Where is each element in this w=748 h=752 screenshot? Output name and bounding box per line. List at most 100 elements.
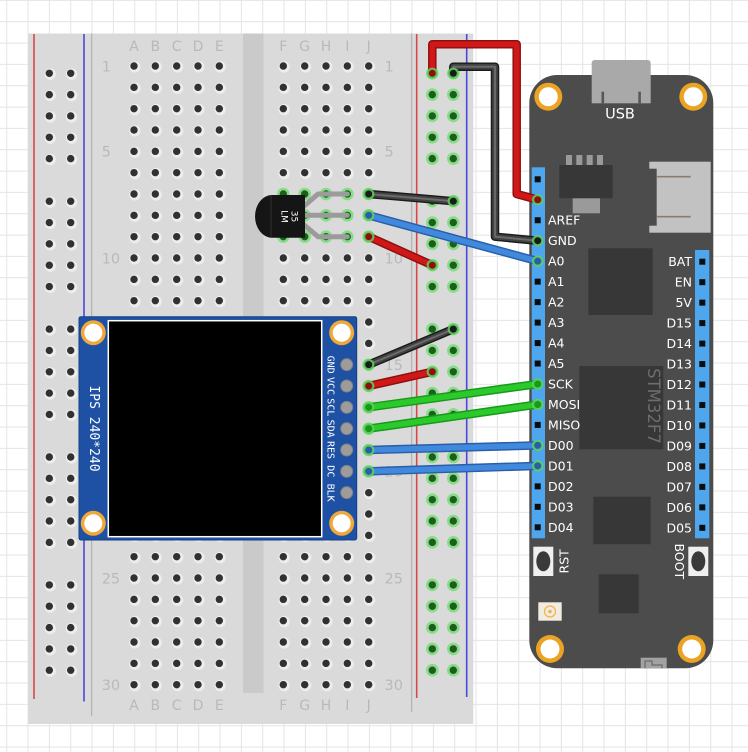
jumper-wire-4[interactable] (363, 209, 544, 267)
breadboard-hole[interactable] (321, 253, 333, 265)
right-rail-negative-hole[interactable] (447, 450, 460, 464)
breadboard-hole[interactable] (299, 253, 312, 265)
right-rail-negative-hole[interactable] (447, 642, 460, 656)
breadboard-hole[interactable] (129, 615, 141, 628)
breadboard-hole[interactable] (363, 594, 376, 606)
breadboard-hole[interactable] (342, 637, 354, 649)
left-rail-hole[interactable] (65, 89, 78, 102)
right-rail-positive-hole[interactable] (426, 237, 439, 251)
breadboard-hole[interactable] (321, 167, 333, 180)
right-rail-negative-hole[interactable] (447, 663, 460, 677)
wire-end[interactable] (363, 401, 375, 414)
jumper-wire-11[interactable] (363, 460, 544, 478)
breadboard-hole[interactable] (150, 573, 162, 585)
breadboard-hole[interactable] (299, 658, 312, 670)
breadboard-hole[interactable] (214, 615, 226, 628)
breadboard-hole[interactable] (171, 82, 184, 94)
left-rail-hole[interactable] (44, 281, 56, 294)
breadboard-hole[interactable] (214, 125, 226, 137)
right-rail-negative-hole[interactable] (447, 344, 460, 357)
left-header-pin[interactable] (534, 299, 541, 306)
breadboard-hole[interactable] (363, 146, 376, 158)
right-rail-negative-hole[interactable] (447, 599, 460, 613)
left-rail-hole[interactable] (65, 324, 78, 336)
breadboard-hole[interactable] (150, 82, 162, 94)
breadboard-hole[interactable] (278, 167, 290, 180)
breadboard-hole[interactable] (193, 274, 205, 286)
breadboard-hole[interactable] (214, 295, 226, 308)
wire-end[interactable] (447, 67, 459, 80)
left-rail-hole[interactable] (65, 68, 78, 80)
breadboard-hole[interactable] (363, 658, 376, 670)
right-rail-negative-hole[interactable] (447, 578, 460, 592)
breadboard-hole[interactable] (299, 82, 312, 94)
breadboard-hole[interactable] (299, 637, 312, 649)
left-rail-hole[interactable] (65, 409, 78, 422)
right-rail-negative-hole[interactable] (447, 216, 460, 229)
left-rail-hole[interactable] (65, 366, 78, 379)
breadboard-hole[interactable] (193, 253, 205, 265)
right-header-pin[interactable] (699, 279, 706, 286)
breadboard-hole[interactable] (299, 274, 312, 286)
breadboard-hole[interactable] (299, 551, 312, 564)
breadboard-hole[interactable] (214, 253, 226, 265)
left-rail-hole[interactable] (44, 473, 56, 485)
breadboard-hole[interactable] (150, 61, 162, 73)
breadboard-hole[interactable] (363, 615, 376, 628)
battery-connector[interactable] (649, 161, 711, 233)
breadboard-hole[interactable] (342, 594, 354, 606)
left-header-pin[interactable] (534, 319, 541, 326)
display-pin[interactable] (340, 464, 354, 478)
left-rail-hole[interactable] (65, 260, 78, 272)
wire-end[interactable] (363, 358, 375, 371)
breadboard-hole[interactable] (363, 530, 376, 542)
breadboard-hole[interactable] (278, 594, 290, 606)
breadboard-hole[interactable] (363, 82, 376, 94)
left-rail-hole[interactable] (65, 111, 78, 123)
breadboard-hole[interactable] (171, 125, 184, 137)
breadboard-hole[interactable] (321, 146, 333, 158)
right-header-pin[interactable] (699, 340, 706, 347)
breadboard-hole[interactable] (171, 231, 184, 244)
breadboard-hole[interactable] (129, 658, 141, 670)
breadboard-hole[interactable] (150, 551, 162, 564)
breadboard-hole[interactable] (150, 146, 162, 158)
right-rail-negative-hole[interactable] (447, 365, 460, 379)
right-rail-positive-hole[interactable] (426, 450, 439, 464)
right-rail-negative-hole[interactable] (447, 88, 460, 101)
breadboard-hole[interactable] (129, 103, 141, 116)
breadboard-hole[interactable] (171, 573, 184, 585)
breadboard-hole[interactable] (299, 61, 312, 73)
breadboard-hole[interactable] (150, 189, 162, 201)
breadboard-hole[interactable] (193, 295, 205, 308)
right-header-pin[interactable] (699, 504, 706, 511)
breadboard-hole[interactable] (193, 573, 205, 585)
left-rail-hole[interactable] (65, 345, 78, 358)
breadboard-hole[interactable] (278, 573, 290, 585)
breadboard-hole[interactable] (278, 61, 290, 73)
wire-end[interactable] (532, 460, 544, 472)
breadboard-hole[interactable] (129, 210, 141, 222)
breadboard-hole[interactable] (278, 103, 290, 116)
breadboard-hole[interactable] (321, 274, 333, 286)
breadboard-hole[interactable] (129, 253, 141, 265)
wire-end[interactable] (532, 255, 544, 267)
breadboard-hole[interactable] (363, 295, 376, 308)
breadboard-hole[interactable] (193, 82, 205, 94)
jumper-wire-3[interactable] (363, 188, 459, 207)
breadboard-hole[interactable] (193, 61, 205, 73)
breadboard-hole[interactable] (171, 679, 184, 692)
display-pin[interactable] (340, 400, 354, 414)
breadboard-hole[interactable] (363, 61, 376, 73)
breadboard-hole[interactable] (193, 658, 205, 670)
wire-end[interactable] (426, 366, 438, 378)
breadboard-hole[interactable] (363, 679, 376, 692)
jumper-wire-2[interactable] (447, 62, 544, 247)
breadboard-hole[interactable] (278, 637, 290, 649)
breadboard-hole[interactable] (299, 594, 312, 606)
right-rail-positive-hole[interactable] (426, 578, 439, 592)
right-rail-positive-hole[interactable] (426, 130, 439, 144)
right-rail-positive-hole[interactable] (426, 621, 439, 634)
right-rail-negative-hole[interactable] (447, 152, 460, 165)
breadboard-hole[interactable] (171, 146, 184, 158)
